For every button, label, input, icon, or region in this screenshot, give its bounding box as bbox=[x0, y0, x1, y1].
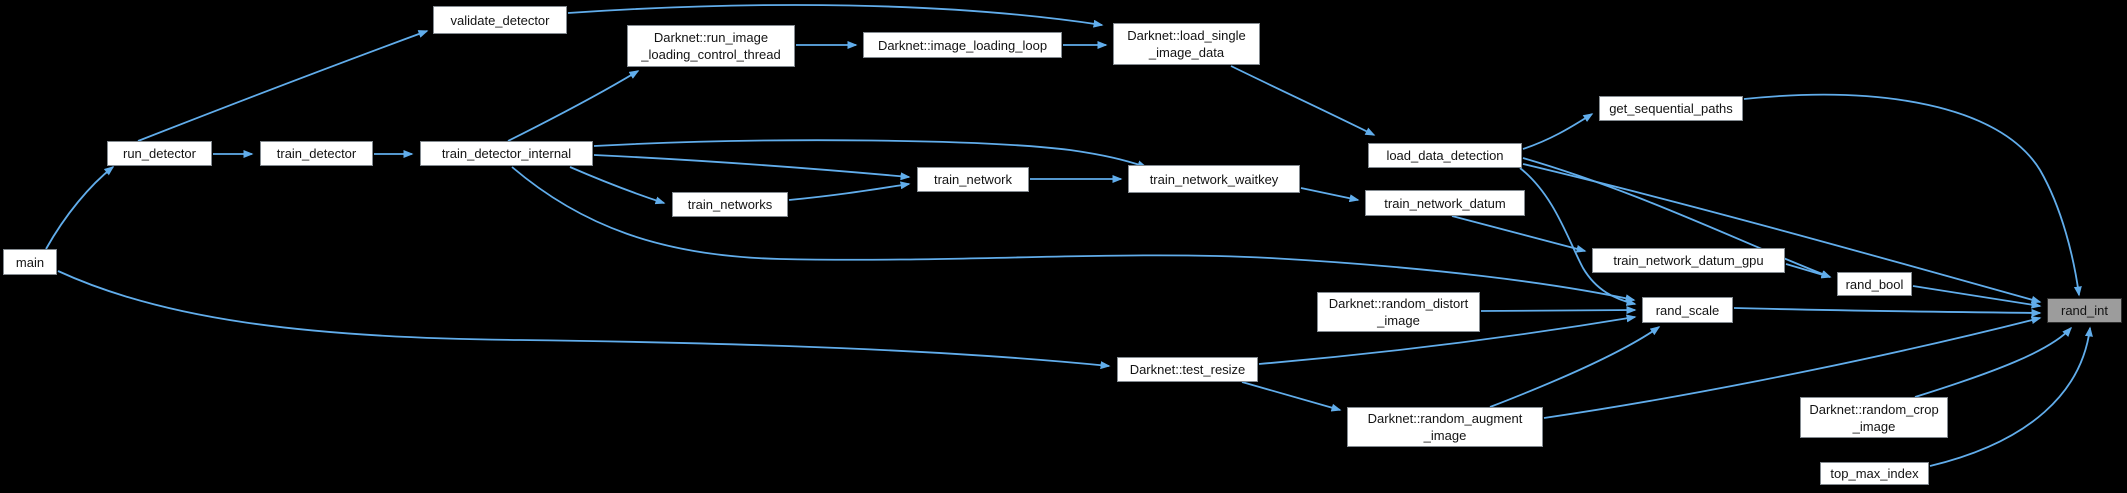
edge-load_single_image_data-to-load_data_detection bbox=[1230, 65, 1376, 136]
edge-train_detector_internal-to-train_network bbox=[593, 154, 911, 181]
edge-train_detector_internal-to-train_network_waitkey bbox=[593, 139, 1148, 169]
edge-train_detector_internal-to-train_networks bbox=[569, 166, 666, 205]
edge-load_data_detection-to-get_sequential_paths bbox=[1522, 113, 1594, 150]
node-train_network_datum_gpu[interactable]: train_network_datum_gpu bbox=[1592, 248, 1785, 273]
edge-random_augment_image-to-rand_int bbox=[1543, 316, 2042, 419]
node-get_sequential_paths[interactable]: get_sequential_paths bbox=[1599, 96, 1743, 121]
node-test_resize[interactable]: Darknet::test_resize bbox=[1117, 357, 1258, 382]
edge-rand_scale-to-rand_int bbox=[1733, 307, 2042, 317]
node-run_detector[interactable]: run_detector bbox=[107, 141, 212, 166]
node-run_image_loading_control_thread[interactable]: Darknet::run_image _loading_control_thre… bbox=[627, 25, 795, 67]
node-train_networks[interactable]: train_networks bbox=[672, 192, 788, 217]
node-load_single_image_data[interactable]: Darknet::load_single _image_data bbox=[1113, 23, 1260, 65]
edge-load_data_detection-to-rand_int bbox=[1522, 163, 2042, 304]
node-rand_bool[interactable]: rand_bool bbox=[1837, 272, 1912, 296]
edge-validate_detector-to-load_single_image_data bbox=[567, 4, 1104, 28]
edge-load_data_detection-to-rand_scale bbox=[1519, 167, 1637, 306]
edge-get_sequential_paths-to-rand_int bbox=[1743, 93, 2082, 297]
node-train_detector_internal[interactable]: train_detector_internal bbox=[420, 141, 593, 166]
edge-main-to-test_resize bbox=[57, 270, 1111, 370]
edge-train_network_datum-to-train_network_datum_gpu bbox=[1451, 215, 1587, 253]
node-train_network_datum[interactable]: train_network_datum bbox=[1365, 190, 1525, 216]
edge-train_network_datum_gpu-to-rand_bool bbox=[1785, 263, 1832, 279]
node-image_loading_loop[interactable]: Darknet::image_loading_loop bbox=[863, 32, 1062, 58]
node-validate_detector[interactable]: validate_detector bbox=[433, 6, 567, 34]
node-train_network[interactable]: train_network bbox=[917, 167, 1029, 192]
node-train_network_waitkey[interactable]: train_network_waitkey bbox=[1128, 165, 1300, 193]
edge-random_augment_image-to-rand_scale bbox=[1489, 326, 1661, 408]
node-random_augment_image[interactable]: Darknet::random_augment _image bbox=[1347, 407, 1543, 447]
edge-run_detector-to-validate_detector bbox=[137, 30, 429, 142]
edge-random_crop_image-to-rand_int bbox=[1914, 326, 2073, 398]
edge-top_max_index-to-rand_int bbox=[1929, 326, 2093, 467]
edge-test_resize-to-rand_scale bbox=[1258, 314, 1637, 365]
node-rand_scale[interactable]: rand_scale bbox=[1642, 297, 1733, 323]
edge-test_resize-to-random_augment_image bbox=[1241, 381, 1342, 412]
node-rand_int[interactable]: rand_int bbox=[2047, 298, 2122, 323]
edge-train_detector_internal-to-run_image_loading_control_thread bbox=[507, 70, 640, 142]
edge-train_network_waitkey-to-train_network_datum bbox=[1300, 187, 1360, 203]
edge-main-to-run_detector bbox=[45, 166, 115, 250]
edge-rand_bool-to-rand_int bbox=[1912, 285, 2042, 309]
edge-random_distort_image-to-rand_scale bbox=[1480, 306, 1637, 315]
node-train_detector[interactable]: train_detector bbox=[260, 141, 373, 166]
node-random_crop_image[interactable]: Darknet::random_crop _image bbox=[1800, 397, 1948, 438]
edge-load_data_detection-to-rand_bool bbox=[1522, 157, 1832, 278]
edge-train_detector_internal-to-rand_scale bbox=[511, 166, 1636, 303]
node-top_max_index[interactable]: top_max_index bbox=[1820, 462, 1929, 485]
node-random_distort_image[interactable]: Darknet::random_distort _image bbox=[1317, 292, 1480, 332]
edge-train_networks-to-train_network bbox=[788, 181, 911, 201]
node-main[interactable]: main bbox=[3, 249, 57, 275]
node-load_data_detection[interactable]: load_data_detection bbox=[1368, 143, 1522, 168]
